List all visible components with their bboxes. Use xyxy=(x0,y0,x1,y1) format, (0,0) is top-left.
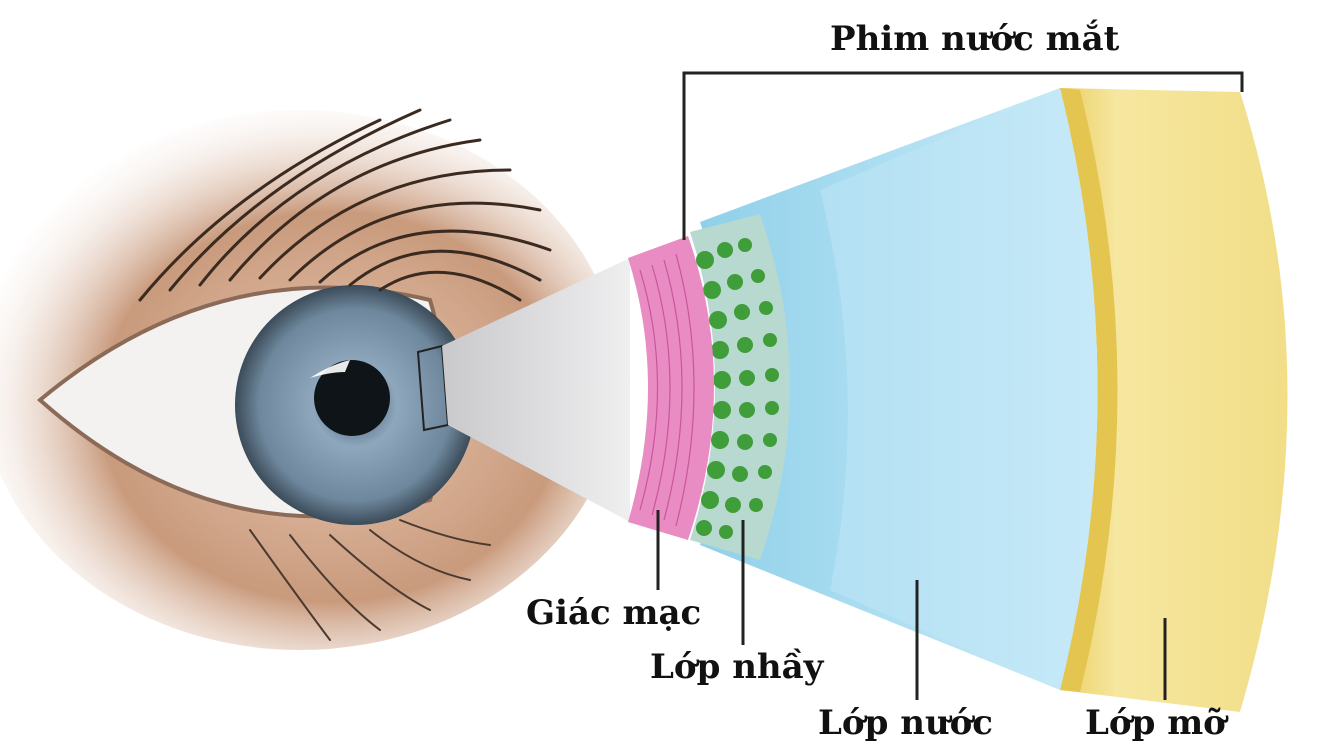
tear-film-label: Phim nước mắt xyxy=(830,22,1119,56)
mucus-layer-label: Lớp nhầy xyxy=(650,650,823,684)
lipid-layer-label: Lớp mỡ xyxy=(1085,706,1226,740)
cornea-layer xyxy=(628,236,714,540)
water-layer-label: Lớp nước xyxy=(818,706,993,740)
cornea-label: Giác mạc xyxy=(526,596,701,630)
water-layer-inner xyxy=(820,88,1098,690)
